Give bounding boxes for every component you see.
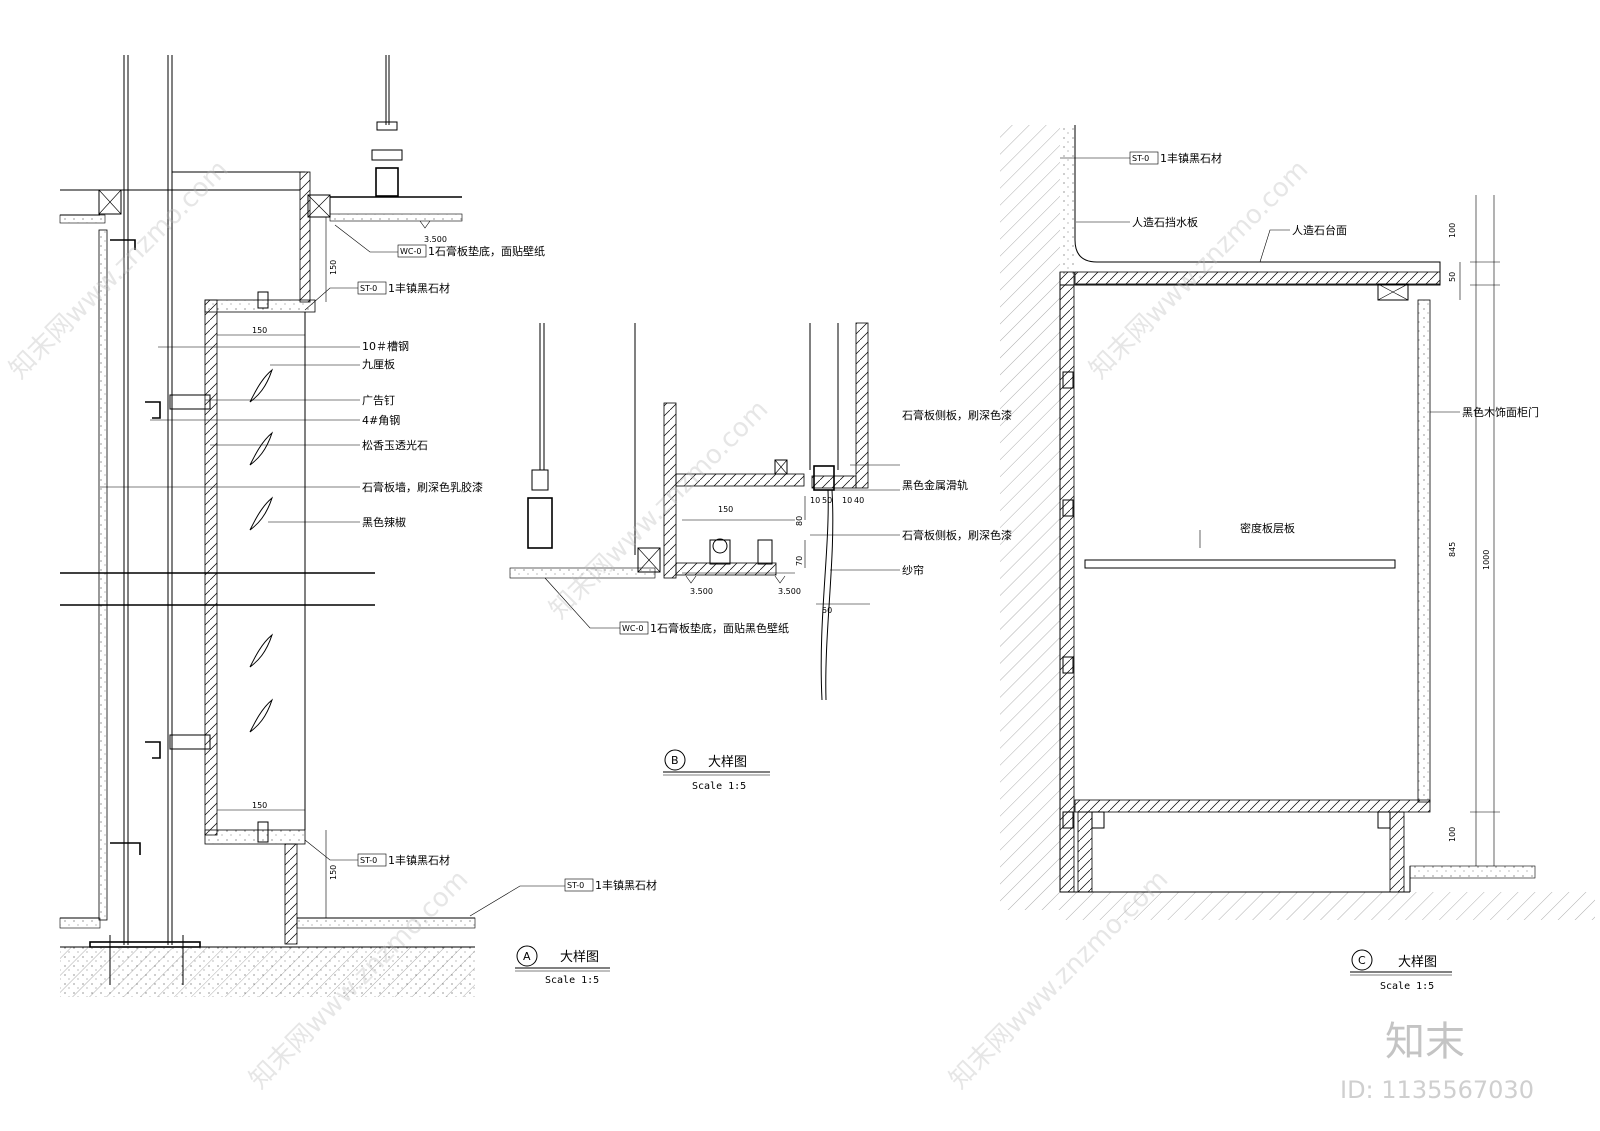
a-dim-150-bottom-width: 150	[252, 801, 267, 810]
watermark-text: 知末网www.znzmo.com	[1084, 154, 1315, 385]
b-wc0-label: 1石膏板垫底，面贴黑色壁纸	[650, 621, 789, 635]
a-dim-150-vertical-top: 150	[329, 260, 338, 275]
image-id: ID: 1135567030	[1340, 1076, 1534, 1104]
b-elev-left: 3.500	[690, 587, 713, 596]
b-wc0-tag: WC-0	[622, 624, 643, 633]
a-wc0-tag: WC-0	[400, 247, 421, 256]
a-elevation: 3.500	[424, 235, 447, 244]
a-title: 大样图	[560, 950, 599, 965]
a-st0-tag-1: ST-0	[360, 284, 377, 293]
detail-b	[509, 322, 900, 776]
watermark-text: 知末网www.znzmo.com	[4, 154, 235, 385]
c-splash-label: 人造石挡水板	[1132, 215, 1198, 229]
b-dim-70: 70	[795, 556, 804, 566]
a-plywood-label: 九厘板	[362, 357, 395, 371]
a-marker: A	[523, 950, 531, 963]
b-dim-80: 80	[795, 516, 804, 526]
b-side-panel-1-label: 石膏板侧板，刷深色漆	[902, 408, 1012, 422]
c-dim-100-top: 100	[1448, 223, 1457, 238]
a-nail-label: 广告钉	[362, 394, 395, 407]
b-dim-10: 10	[810, 496, 820, 505]
c-counter-label: 人造石台面	[1292, 223, 1347, 237]
c-st0-tag: ST-0	[1132, 154, 1149, 163]
b-dim-40: 40	[854, 496, 864, 505]
c-dim-1000: 1000	[1482, 550, 1491, 570]
c-st0-label: 1丰镇黑石材	[1160, 151, 1222, 165]
c-dim-845: 845	[1448, 542, 1457, 557]
b-rail-label: 黑色金属滑轨	[902, 478, 968, 492]
b-elev-right: 3.500	[778, 587, 801, 596]
b-marker: B	[671, 754, 679, 767]
a-st0-label-2: 1丰镇黑石材	[388, 853, 450, 867]
a-st0-tag-3: ST-0	[567, 881, 584, 890]
c-dim-50: 50	[1448, 272, 1457, 282]
watermark-text: 知末网www.znzmo.com	[544, 394, 775, 625]
b-dim-150: 150	[718, 505, 733, 514]
b-dim-50: 50	[822, 496, 832, 505]
a-channel-label: 10＃槽钢	[362, 340, 409, 353]
a-st0-label-1: 1丰镇黑石材	[388, 281, 450, 295]
b-side-panel-2-label: 石膏板侧板，刷深色漆	[902, 528, 1012, 542]
a-dim-150-top: 150	[252, 326, 267, 335]
b-dim-50b: 50	[822, 606, 832, 615]
b-curtain-label: 纱帘	[902, 563, 924, 577]
a-st0-tag-2: ST-0	[360, 856, 377, 865]
b-dim-10b: 10	[842, 496, 852, 505]
c-marker: C	[1358, 954, 1366, 967]
a-wc0-label: 1石膏板垫底，面贴壁纸	[428, 244, 545, 258]
detail-c	[1000, 125, 1595, 976]
b-title: 大样图	[708, 755, 747, 770]
detail-a	[59, 55, 610, 997]
c-scale: Scale 1:5	[1380, 981, 1434, 992]
a-scale: Scale 1:5	[545, 975, 599, 986]
a-st0-label-3: 1丰镇黑石材	[595, 878, 657, 892]
c-dim-100-bottom: 100	[1448, 827, 1457, 842]
b-scale: Scale 1:5	[692, 781, 746, 792]
a-pepper-label: 黑色辣椒	[362, 515, 406, 529]
a-stone-label: 松香玉透光石	[362, 438, 428, 452]
a-dim-150-vertical-bottom: 150	[329, 865, 338, 880]
a-angle-label: 4#角钢	[362, 414, 400, 427]
c-door-label: 黑色木饰面柜门	[1462, 405, 1539, 419]
c-title: 大样图	[1398, 955, 1437, 970]
brand-logo: 知末	[1385, 1019, 1465, 1065]
c-shelf-label: 密度板层板	[1240, 521, 1295, 535]
a-gypsum-label: 石膏板墙，刷深色乳胶漆	[362, 480, 483, 494]
